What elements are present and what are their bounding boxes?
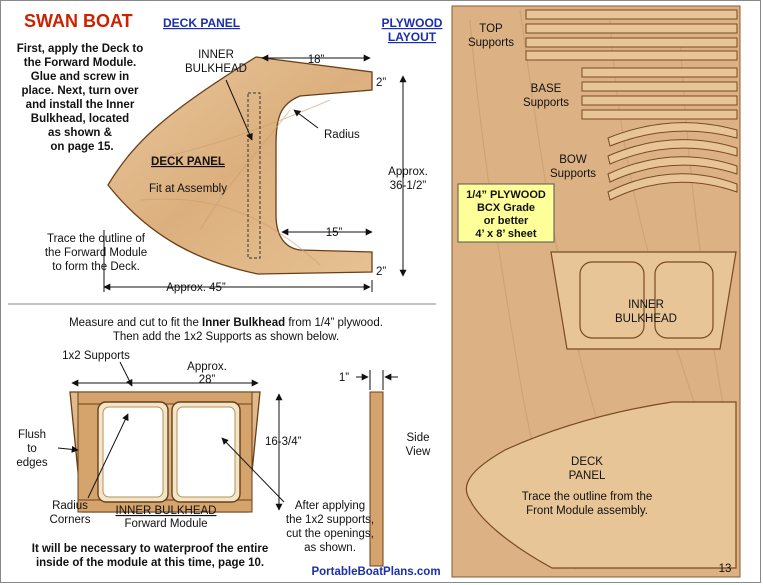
measure-note-part: from 1/4” plywood.: [285, 317, 383, 329]
top-supports-1: TOP: [479, 23, 503, 35]
instruction-line: on page 15.: [50, 141, 113, 153]
radius-label: Radius: [324, 129, 360, 141]
plywood-spec-1: 1/4” PLYWOOD: [466, 189, 546, 201]
bow-supports-1: BOW: [559, 154, 587, 166]
base-supports-1: BASE: [531, 83, 562, 95]
measure-note-part: Measure and cut to fit the: [69, 317, 202, 329]
dim-18-label: 18”: [308, 54, 325, 66]
layout-deck-panel-2: PANEL: [569, 470, 606, 482]
deck-grain: [139, 99, 331, 266]
instructions-block: First, apply the Deck to the Forward Mod…: [17, 43, 144, 153]
approx-height-2: 36-1/2”: [390, 180, 427, 192]
instruction-line: place. Next, turn over: [22, 85, 139, 97]
instruction-line: the Forward Module.: [24, 57, 136, 69]
website-link[interactable]: PortableBoatPlans.com: [311, 566, 440, 578]
flush-label-1: Flush: [18, 429, 46, 441]
trace-note-1: Trace the outline of: [47, 233, 146, 245]
dim-16-label: 16-3/4”: [265, 436, 302, 448]
layout-inner-bulkhead-1: INNER: [628, 299, 664, 311]
instruction-line: Glue and screw in: [31, 71, 129, 83]
supports-label: 1x2 Supports: [62, 350, 130, 362]
deck-panel-shape: [107, 56, 373, 275]
inner-bulkhead-label-2: BULKHEAD: [185, 63, 247, 75]
bulkhead-dashed-outline: [247, 92, 261, 259]
leader-flush: [57, 445, 79, 453]
leader-after-applying: [221, 437, 285, 503]
instruction-line: First, apply the Deck to: [17, 43, 144, 55]
dim-15-label: 15”: [326, 227, 343, 239]
fit-at-assembly: Fit at Assembly: [149, 183, 227, 195]
page-number: 13: [719, 563, 732, 575]
layout-deck-panel-1: DECK: [571, 456, 603, 468]
dim-2-top-label: 2”: [376, 77, 386, 89]
instruction-line: as shown &: [48, 127, 112, 139]
bow-supports-2: Supports: [550, 168, 596, 180]
plywood-spec-box: [457, 183, 555, 243]
inner-bulkhead-bottom-label: INNER BULKHEAD: [116, 505, 217, 517]
plywood-spec-4: 4’ x 8’ sheet: [475, 228, 536, 240]
layout-inner-bulkhead-shape: [550, 251, 737, 350]
waterproof-note-2: inside of the module at this time, page …: [36, 557, 264, 569]
layout-trace-note-2: Front Module assembly.: [526, 505, 648, 517]
leader-radius: [293, 109, 319, 129]
side-view-2: View: [406, 446, 431, 458]
dim-2-bottom-label: 2”: [376, 266, 386, 278]
top-supports-2: Supports: [468, 37, 514, 49]
approx-28-2: 28”: [199, 374, 216, 386]
plywood-spec-3: or better: [484, 215, 529, 227]
after-applying-3: cut the openings,: [286, 528, 374, 540]
instruction-line: and install the Inner: [26, 99, 135, 111]
base-support-strips: [581, 67, 738, 120]
trace-note-3: to form the Deck.: [52, 261, 140, 273]
top-support-strips: [525, 9, 738, 61]
forward-module-label: Forward Module: [124, 518, 207, 530]
base-supports-2: Supports: [523, 97, 569, 109]
layout-trace-note-1: Trace the outline from the: [522, 491, 653, 503]
bow-support-arcs: [607, 122, 738, 201]
bulkhead-assembly: [69, 391, 261, 513]
radius-corners-2: Corners: [50, 514, 91, 526]
side-view-1: Side: [406, 432, 429, 444]
plywood-layout-heading-1: PLYWOOD: [382, 16, 443, 30]
plywood-spec-2: BCX Grade: [477, 202, 535, 214]
layout-inner-bulkhead-2: BULKHEAD: [615, 313, 677, 325]
plywood-layout-heading-2: LAYOUT: [388, 30, 437, 44]
after-applying-4: as shown.: [304, 542, 356, 554]
deck-panel-label: DECK PANEL: [151, 156, 225, 168]
after-applying-1: After applying: [295, 500, 365, 512]
title: SWAN BOAT: [24, 11, 133, 31]
waterproof-note-1: It will be necessary to waterproof the e…: [32, 543, 268, 555]
radius-corners-1: Radius: [52, 500, 88, 512]
flush-label-3: edges: [16, 457, 48, 469]
layout-deck-panel-shape: [465, 401, 737, 569]
dim-1-label: 1”: [339, 372, 349, 384]
inner-bulkhead-label-1: INNER: [198, 49, 234, 61]
instruction-line: Bulkhead, located: [31, 113, 129, 125]
trace-note-2: the Forward Module: [45, 247, 147, 259]
leader-radius-corners: [87, 413, 129, 499]
leader-supports: [119, 361, 133, 387]
leader-inner-bulkhead: [225, 79, 253, 141]
approx-height-1: Approx.: [388, 166, 428, 178]
measure-note-bold: Inner Bulkhead: [202, 317, 285, 329]
measure-note-2: Then add the 1x2 Supports as shown below…: [113, 331, 339, 343]
approx-45-label: Approx. 45”: [166, 282, 226, 294]
flush-label-2: to: [27, 443, 37, 455]
approx-28-1: Approx.: [187, 361, 227, 373]
measure-note: Measure and cut to fit the Inner Bulkhea…: [69, 317, 383, 329]
after-applying-2: the 1x2 supports,: [286, 514, 374, 526]
deck-panel-heading: DECK PANEL: [163, 16, 240, 30]
side-view-strip: [369, 391, 384, 567]
